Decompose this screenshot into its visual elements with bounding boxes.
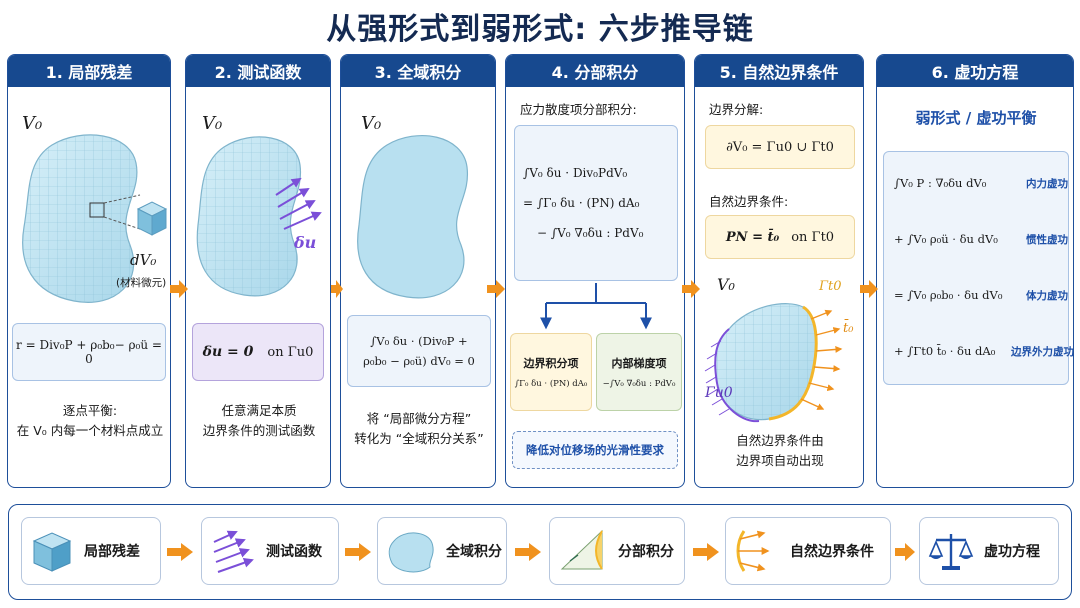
gamma-u-label: Γu0 (705, 385, 733, 401)
step-2-panel: 2. 测试函数 V₀ δu δu = 0 on Γu0 任意满足本质边界条件的测… (185, 54, 331, 488)
flow-arrow-5 (895, 543, 915, 561)
flow-arrow-2 (345, 543, 371, 561)
step-5-caption: 自然边界条件由边界项自动出现 (736, 433, 824, 468)
flow-arrow-4 (693, 543, 719, 561)
step-1-header: 1. 局部残差 (8, 55, 170, 87)
flow-arrow-1 (167, 543, 193, 561)
flow-item-global-integral: 全域积分 (377, 517, 507, 585)
ibp-equation: ∫V₀ δu · Div₀PdV₀ = ∫Γ₀ δu · (PN) dA₀ − … (514, 125, 678, 281)
virtual-work-box: ∫V₀ P : ∇₀δu dV₀ 内力虚功 + ∫V₀ ρ₀ü · δu dV₀… (883, 151, 1074, 385)
test-function-arrows-icon (275, 177, 322, 230)
test-function-arrows-icon (213, 530, 254, 573)
boundary-decomposition-label: 边界分解: (709, 102, 764, 117)
step-4-panel: 4. 分部积分 应力散度项分部积分: ∫V₀ δu · Div₀PdV₀ = ∫… (505, 54, 685, 488)
step-5-panel: 5. 自然边界条件 边界分解: ∂V₀ = Γu0 ∪ Γt0 自然边界条件: … (694, 54, 864, 488)
material-element-cube-icon (136, 201, 168, 236)
traction-label: t̄₀ (843, 321, 854, 336)
body-blob (22, 134, 141, 303)
step-arrow-5 (860, 280, 878, 298)
essential-bc-equation: δu = 0 on Γu0 (192, 323, 324, 381)
dv0-label: dV₀ (130, 251, 157, 269)
cube-icon (32, 532, 72, 572)
v0-label: V₀ (22, 113, 43, 134)
step-2-caption: 任意满足本质边界条件的测试函数 (202, 403, 316, 438)
v0-label: V₀ (717, 275, 735, 294)
local-residual-equation: r = Div₀P + ρ₀b₀− ρ₀ü = 0 (12, 323, 166, 381)
delta-u-label: δu (294, 233, 317, 252)
boundary-force-virtual-work-row: + ∫Γt0 t̄₀ · δu dA₀ 边界外力虚功 (894, 344, 1074, 358)
v0-label: V₀ (361, 113, 382, 134)
weak-form-subtitle: 弱形式 / 虚功平衡 (915, 109, 1037, 127)
step-arrow-4 (682, 280, 700, 298)
step-arrow-2 (331, 280, 343, 298)
flow-item-test-function: 测试函数 (201, 517, 339, 585)
page-title: 从强形式到弱形式: 六步推导链 (326, 12, 754, 47)
flow-item-integration-by-parts: 分部积分 (549, 517, 685, 585)
step-3-caption: 将 “局部微分方程”转化为 “全域积分关系” (354, 411, 484, 446)
flow-summary: 局部残差 测试函数 全域积分 分部积分 自然边界条件 (8, 504, 1072, 600)
step-6-panel: 6. 虚功方程 弱形式 / 虚功平衡 ∫V₀ P : ∇₀δu dV₀ 内力虚功… (876, 54, 1074, 488)
step-2-header: 2. 测试函数 (186, 55, 330, 87)
step-6-header: 6. 虚功方程 (877, 55, 1073, 87)
internal-virtual-work-row: ∫V₀ P : ∇₀δu dV₀ 内力虚功 (894, 176, 1068, 190)
interior-term-box: 内部梯度项 −∫V₀ ∇₀δu : PdV₀ (596, 333, 682, 411)
step-4-header: 4. 分部积分 (506, 55, 684, 87)
step-3-header: 3. 全域积分 (341, 55, 495, 87)
step-arrow-1 (170, 280, 188, 298)
natural-bc-label: 自然边界条件: (709, 194, 789, 209)
natural-bc-icon (736, 530, 770, 572)
global-integral-equation: ∫V₀ δu · (Div₀P + ρ₀b₀ − ρ₀ü) dV₀ = 0 (347, 315, 491, 387)
body-blob (196, 136, 302, 297)
split-arrows (540, 283, 652, 330)
boundary-term-box: 边界积分项 ∫Γ₀ δu · (PN) dA₀ (510, 333, 592, 411)
body-force-virtual-work-row: = ∫V₀ ρ₀b₀ · δu dV₀ 体力虚功 (894, 288, 1068, 302)
inertial-virtual-work-row: + ∫V₀ ρ₀ü · δu dV₀ 惯性虚功 (894, 232, 1068, 246)
flow-item-natural-bc: 自然边界条件 (725, 517, 891, 585)
partition-icon (560, 529, 603, 570)
natural-bc-equation: PN = t̄₀ on Γt0 (705, 215, 855, 259)
v0-label: V₀ (202, 113, 223, 134)
balance-scale-icon (928, 534, 974, 570)
step-3-panel: 3. 全域积分 V₀ ∫V₀ δu · (Div₀P + ρ₀b₀ − ρ₀ü)… (340, 54, 496, 488)
step-arrow-3 (487, 280, 505, 298)
boundary-diagram (704, 303, 843, 423)
flow-item-virtual-work: 虚功方程 (919, 517, 1059, 585)
boundary-decomposition-equation: ∂V₀ = Γu0 ∪ Γt0 (705, 125, 855, 169)
gamma-t-label: Γt0 (819, 279, 842, 294)
step-1-panel: 1. 局部残差 V₀ dV₀ (材料微元) r = Div₀P + ρ₀b₀− … (7, 54, 171, 488)
step-1-caption: 逐点平衡:在 V₀ 内每一个材料点成立 (16, 403, 164, 438)
step-5-header: 5. 自然边界条件 (695, 55, 863, 87)
blob-icon (388, 532, 434, 573)
flow-arrow-3 (515, 543, 541, 561)
ibp-intro: 应力散度项分部积分: (520, 102, 637, 117)
flow-item-local-residual: 局部残差 (21, 517, 161, 585)
smoothness-note: 降低对位移场的光滑性要求 (512, 431, 678, 469)
material-element-note: (材料微元) (116, 277, 167, 289)
body-blob (357, 134, 469, 299)
